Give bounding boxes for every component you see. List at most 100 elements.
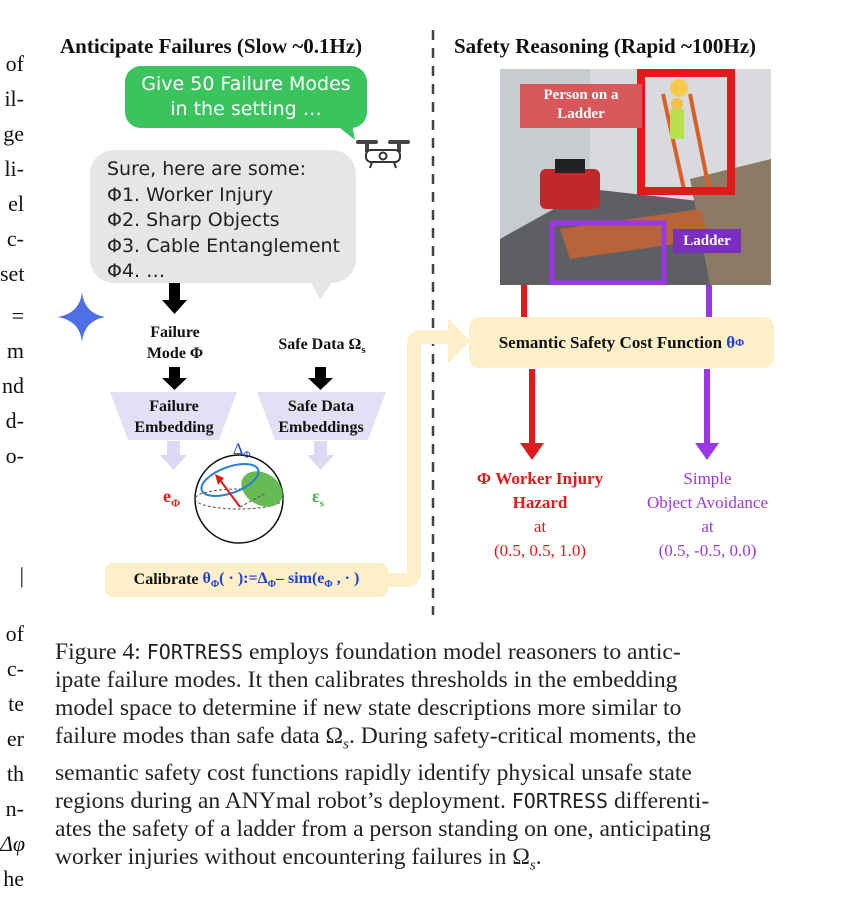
response-line: Φ2. Sharp Objects [107,209,280,231]
person-tag-line: Ladder [557,106,605,122]
margin-fragment: th [6,761,24,786]
drone-icon [356,140,410,169]
margin-fragment: n- [5,796,24,821]
avoidance-output: Simple Object Avoidance at (0.5, -0.5, 0… [620,467,795,563]
prompt-bubble: Give 50 Failure Modes in the setting … [125,66,367,128]
margin-fragment: nd [2,373,24,398]
connector-arrowhead [448,318,470,364]
margin-fragment: of [5,51,24,76]
caption-text: Figure 4: [55,639,147,665]
ladder-tag: Ladder [673,229,741,253]
hazard-line: Φ Worker Injury [476,469,604,488]
avoid-line: Object Avoidance [646,493,768,512]
red-arrowhead [520,443,544,460]
caption-line: ipate failure modes. It then calibrates … [55,667,678,693]
margin-fragment: m [6,338,24,363]
margin-fragment: o- [5,443,24,468]
caption-line: ates the safety of a ladder from a perso… [55,815,711,842]
calibrate-prefix: Calibrate [133,571,199,588]
margin-fragment: d- [5,408,24,433]
sparkle-icon [58,292,105,342]
margin-fragment: of [5,621,24,646]
margin-fragment: el [8,191,24,216]
margin-fragment: te [8,691,24,716]
hazard-line: (0.5, 0.5, 1.0) [493,541,587,560]
caption-line: model space to determine if new state de… [55,695,682,721]
caption-line: semantic safety cost functions rapidly i… [55,759,692,786]
caption-line: failure modes than safe data Ωs. During … [55,722,855,759]
caption-subscript: s [343,736,349,753]
cost-function-sub: Φ [735,336,745,349]
face-emoji-icon [670,79,688,97]
e-phi-sub: Φ [171,497,181,510]
eps-s-symbol: εs [312,486,324,510]
margin-fragment: c- [6,656,24,681]
hazard-line: Hazard [512,493,568,512]
calibrate-sub: Φ [210,579,220,591]
margin-fragment: er [6,726,24,751]
e-phi-symbol: eΦ [163,486,180,510]
response-line: Φ3. Cable Entanglement [107,234,341,257]
caption-text: worker injuries without encountering fai… [55,843,530,870]
safe-embeddings-label: Safe Data Embeddings [262,396,380,438]
caption-text: . [535,843,542,870]
calibrate-sub: Φ [324,579,333,591]
prompt-line: Give 50 Failure Modes [141,73,351,95]
failure-mode-line: Failure [150,324,200,341]
caption-line: Figure 4: FORTRESS employs foundation mo… [55,638,855,666]
safe-embeddings-line: Embeddings [278,419,364,436]
margin-fragment: ge [3,121,24,146]
calibrate-sub: Φ [267,579,276,591]
detection-overlays [549,69,735,285]
person-tag-line: Person on a [543,87,619,103]
cost-function-theta: θ [726,332,736,352]
calibrate-connector [388,330,455,587]
margin-fragment: li- [4,156,24,181]
caption-text: employs foundation model reasoners to an… [243,639,681,665]
failure-embedding-label: Failure Embedding [120,396,228,438]
failure-embedding-line: Failure [149,398,199,415]
purple-arrowhead [695,443,719,460]
response-line: Sure, here are some: [107,158,307,180]
embedding-sphere-icon [194,454,284,544]
black-arrows [162,274,333,390]
embedding-arrows [160,441,334,470]
margin-fragment: il- [4,86,24,111]
margin-fragment: = [11,303,24,328]
failure-mode-line: Mode Φ [146,345,204,362]
avoid-line: at [701,517,714,536]
e-phi-text: e [163,486,171,506]
margin-fragment: Δφ [0,831,26,856]
failure-embedding-line: Embedding [134,419,214,436]
calibrate-theta: θ [202,569,211,587]
calibrate-formula: θΦ( · ):=ΔΦ– sim(eΦ , · ) [203,570,360,590]
safe-embedding-shape [257,392,386,440]
margin-fragment: set [0,261,25,286]
failure-mode-label: Failure Mode Φ [120,322,230,364]
cost-function-text: Semantic Safety Cost Function [498,332,723,352]
delta-phi-text: Δ [233,441,244,458]
failure-embedding-shape [110,392,237,440]
caption-line: worker injuries without encountering fai… [55,843,855,880]
caption-system-name: FORTRESS [146,640,244,664]
safe-data-subscript: s [361,344,366,357]
delta-phi-symbol: ΔΦ [233,441,251,461]
calibrate-args: ( · ):=Δ [219,569,268,587]
margin-fragment: | [19,563,24,588]
eps-s-sub: s [319,497,324,510]
calibrate-minus: – sim(e [275,569,325,587]
prompt-line: in the setting … [170,98,322,120]
calibrate-tail: , · ) [332,569,360,587]
margin-fragment: he [3,866,24,891]
hazard-line: at [533,517,547,536]
caption-text: differenti- [608,787,710,814]
delta-phi-sub: Φ [243,450,251,462]
caption-system-name: FORTRESS [511,788,609,813]
figure-caption: Figure 4: FORTRESS employs foundation mo… [55,638,855,879]
calibrate-box: Calibrate θΦ( · ):=ΔΦ– sim(eΦ , · ) [105,563,388,597]
response-line: Φ4. … [107,260,166,282]
safe-data-label: Safe Data Ωs [262,334,382,361]
person-on-ladder-tag: Person on a Ladder [520,84,642,128]
eps-s-text: ε [312,486,320,506]
ladder-tag-text: Ladder [683,233,731,249]
